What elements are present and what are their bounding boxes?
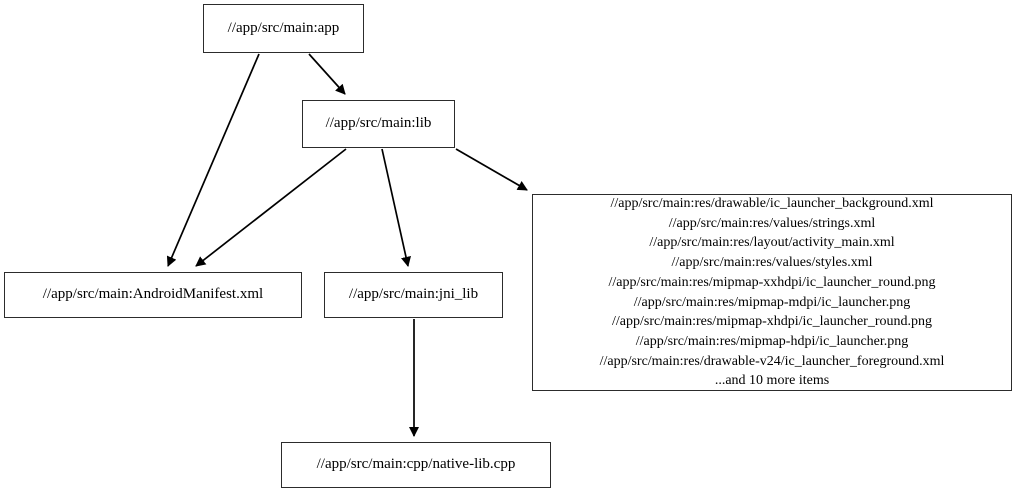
node-native-lib-cpp-label: //app/src/main:cpp/native-lib.cpp bbox=[316, 456, 516, 473]
edge-lib-to-androidmanifest bbox=[195, 148, 347, 267]
node-jni-lib-label: //app/src/main:jni_lib bbox=[348, 286, 479, 303]
node-jni-lib[interactable]: //app/src/main:jni_lib bbox=[324, 272, 503, 318]
node-resources-label: //app/src/main:res/drawable/ic_launcher_… bbox=[599, 195, 945, 389]
node-app[interactable]: //app/src/main:app bbox=[203, 4, 364, 53]
node-app-label: //app/src/main:app bbox=[227, 19, 340, 36]
edge-lib-to-resources bbox=[455, 148, 528, 191]
node-native-lib-cpp[interactable]: //app/src/main:cpp/native-lib.cpp bbox=[281, 442, 551, 488]
node-resources[interactable]: //app/src/main:res/drawable/ic_launcher_… bbox=[532, 194, 1012, 391]
edge-app-to-lib bbox=[308, 53, 346, 95]
edge-lib-to-jni-lib bbox=[381, 148, 411, 267]
node-androidmanifest-label: //app/src/main:AndroidManifest.xml bbox=[42, 286, 264, 303]
node-lib[interactable]: //app/src/main:lib bbox=[302, 100, 455, 148]
node-lib-label: //app/src/main:lib bbox=[325, 115, 432, 132]
node-androidmanifest[interactable]: //app/src/main:AndroidManifest.xml bbox=[4, 272, 302, 318]
edge-app-to-androidmanifest bbox=[166, 53, 260, 267]
